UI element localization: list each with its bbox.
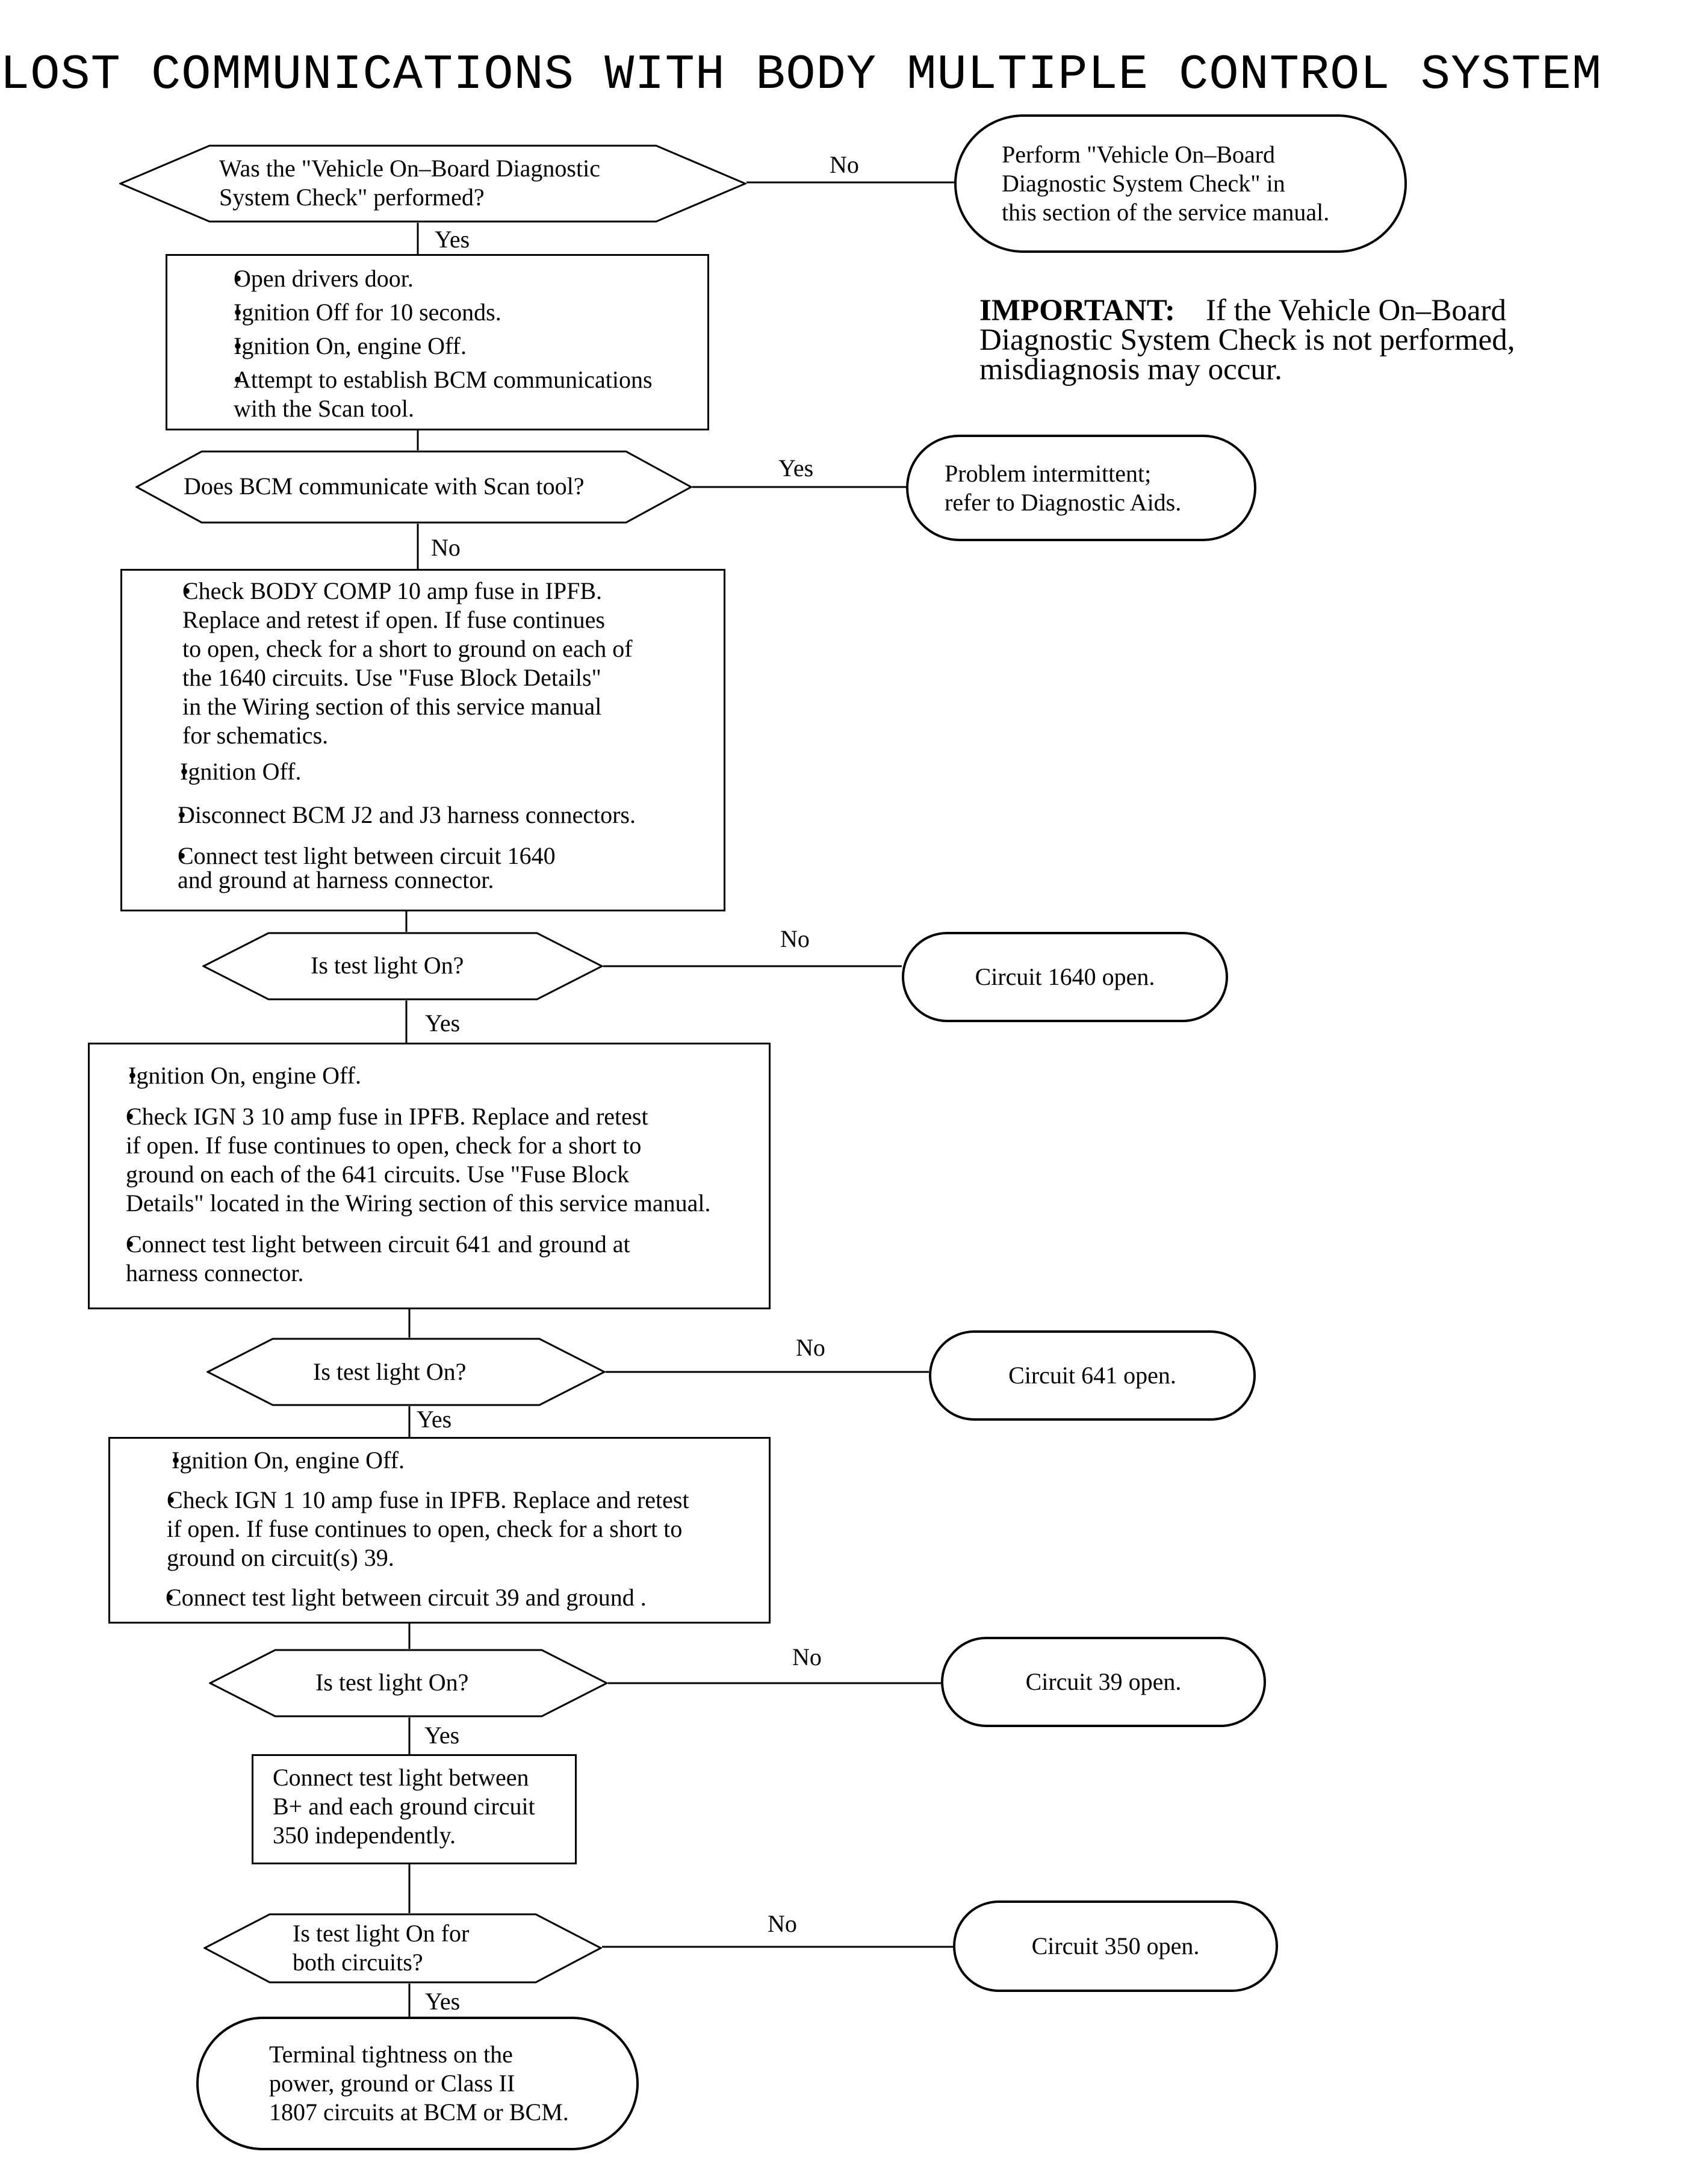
list-item: Connect test light between circuit 641 a… [98, 1230, 710, 1288]
important-text: If the Vehicle On–Board Diagnostic Syste… [979, 294, 1515, 386]
list-item: Attempt to establish BCM communications … [193, 365, 653, 423]
decision-q2: Does BCM communicate with Scan tool? [135, 450, 692, 524]
q6-yes-label: Yes [425, 1988, 461, 2015]
list-item: Ignition Off. [149, 757, 636, 786]
list-item: Ignition On, engine Off. [193, 332, 653, 361]
decision-q3: Is test light On? [202, 932, 603, 1000]
q3-yes-label: Yes [425, 1010, 461, 1037]
terminal-t7-text: Terminal tightness on the power, ground … [269, 2041, 569, 2126]
q2-yes-label: Yes [778, 454, 814, 482]
terminal-t1-text: Perform "Vehicle On–Board Diagnostic Sys… [1002, 141, 1330, 226]
q3-no-label: No [780, 925, 810, 952]
terminal-t4-text: Circuit 641 open. [1008, 1362, 1176, 1389]
terminal-t2: Problem intermittent; refer to Diagnosti… [906, 435, 1256, 541]
decision-q5-text: Is test light On? [315, 1669, 469, 1696]
decision-q1: Was the "Vehicle On–Board Diagnostic Sys… [119, 144, 746, 223]
q4-no-label: No [796, 1334, 825, 1361]
terminal-t7: Terminal tightness on the power, ground … [196, 2017, 639, 2150]
terminal-t3-text: Circuit 1640 open. [975, 963, 1155, 990]
action-b1: Open drivers door. Ignition Off for 10 s… [166, 254, 709, 430]
terminal-t3: Circuit 1640 open. [902, 932, 1228, 1022]
list-item: Connect test light between circuit 39 an… [125, 1583, 689, 1612]
list-item: Ignition On, engine Off. [98, 1061, 710, 1090]
decision-q5: Is test light On? [209, 1649, 608, 1717]
terminal-t1: Perform "Vehicle On–Board Diagnostic Sys… [954, 114, 1407, 253]
decision-q6: Is test light On for both circuits? [203, 1913, 602, 1984]
q5-yes-label: Yes [424, 1722, 460, 1749]
terminal-t2-text: Problem intermittent; refer to Diagnosti… [945, 459, 1182, 516]
action-b4: Ignition On, engine Off. Check IGN 1 10 … [108, 1437, 771, 1624]
action-b1-list: Open drivers door. Ignition Off for 10 s… [193, 264, 653, 423]
q5-no-label: No [792, 1643, 822, 1671]
action-b5-text: Connect test light between B+ and each g… [273, 1764, 535, 1849]
q1-no-label: No [830, 151, 859, 178]
q1-yes-label: Yes [435, 226, 470, 253]
list-item: Check IGN 3 10 amp fuse in IPFB. Replace… [98, 1102, 710, 1218]
decision-q3-text: Is test light On? [311, 952, 464, 979]
action-b2-list: Check BODY COMP 10 amp fuse in IPFB. Rep… [149, 577, 636, 892]
decision-q2-text: Does BCM communicate with Scan tool? [184, 473, 585, 500]
list-item: Open drivers door. [193, 264, 653, 293]
terminal-t4: Circuit 641 open. [929, 1330, 1256, 1421]
list-item: Check IGN 1 10 amp fuse in IPFB. Replace… [125, 1486, 689, 1572]
important-note: IMPORTANT: If the Vehicle On–Board Diagn… [979, 296, 1642, 385]
list-item: Disconnect BCM J2 and J3 harness connect… [149, 801, 636, 830]
terminal-t5: Circuit 39 open. [941, 1637, 1266, 1727]
action-b2: Check BODY COMP 10 amp fuse in IPFB. Rep… [120, 569, 725, 911]
action-b5: Connect test light between B+ and each g… [252, 1754, 577, 1864]
page-title: LOST COMMUNICATIONS WITH BODY MULTIPLE C… [0, 47, 1603, 103]
q4-yes-label: Yes [417, 1406, 452, 1433]
list-item: Check BODY COMP 10 amp fuse in IPFB. Rep… [149, 577, 636, 750]
list-item: Ignition Off for 10 seconds. [193, 298, 653, 327]
terminal-t6: Circuit 350 open. [953, 1900, 1278, 1992]
q6-no-label: No [768, 1910, 797, 1937]
action-b3: Ignition On, engine Off. Check IGN 3 10 … [88, 1043, 771, 1309]
important-heading: IMPORTANT: [979, 294, 1175, 327]
action-b4-list: Ignition On, engine Off. Check IGN 1 10 … [125, 1446, 689, 1612]
action-b3-list: Ignition On, engine Off. Check IGN 3 10 … [98, 1061, 710, 1288]
list-item: Connect test light between circuit 1640 … [149, 844, 636, 892]
decision-q4: Is test light On? [206, 1338, 606, 1406]
decision-q1-text: Was the "Vehicle On–Board Diagnostic Sys… [219, 155, 600, 211]
terminal-t6-text: Circuit 350 open. [1031, 1932, 1200, 1959]
decision-q6-text: Is test light On for both circuits? [293, 1920, 470, 1976]
list-item: Ignition On, engine Off. [125, 1446, 689, 1475]
terminal-t5-text: Circuit 39 open. [1025, 1668, 1182, 1695]
q2-no-label: No [431, 534, 461, 561]
decision-q4-text: Is test light On? [313, 1358, 467, 1385]
